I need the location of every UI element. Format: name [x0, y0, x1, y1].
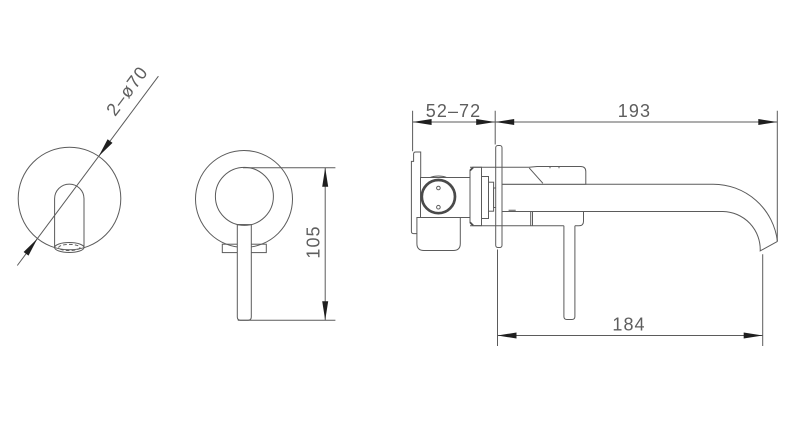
- svg-text:193: 193: [618, 101, 651, 121]
- svg-text:105: 105: [304, 225, 324, 258]
- svg-text:184: 184: [612, 315, 645, 335]
- svg-text:52–72: 52–72: [426, 101, 482, 121]
